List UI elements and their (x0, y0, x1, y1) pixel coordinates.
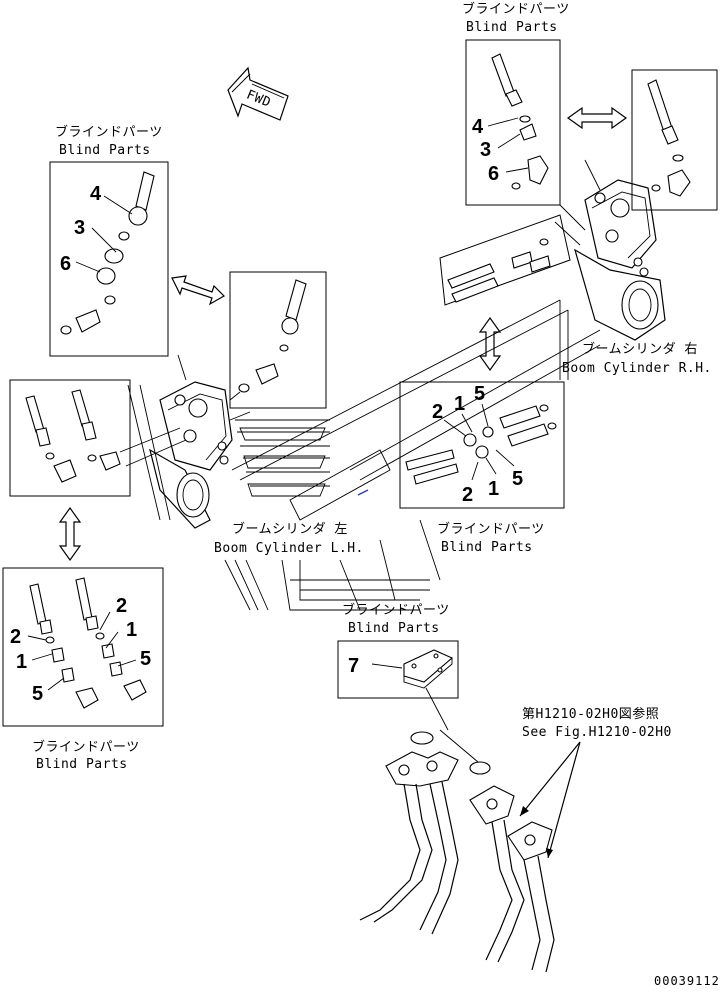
hose-parts-right-upper (447, 238, 551, 303)
blind-parts-top-left (60, 171, 155, 335)
blind-caption-7-jp: ブラインドパーツ (342, 602, 450, 618)
see-fig-jp: 第H1210-02H0図参照 (522, 706, 659, 722)
callout-3-tl: 3 (74, 217, 85, 239)
callout-5-bl-left: 5 (32, 683, 43, 705)
double-arrow-top (566, 106, 628, 130)
blind-caption-mr-jp: ブラインドパーツ (437, 521, 545, 537)
double-arrow-left-upper (171, 275, 225, 306)
boom-lh-en: Boom Cylinder L.H. (214, 541, 364, 556)
double-arrow-right-vertical (478, 316, 502, 372)
blind-box-bottom-left (2, 567, 164, 727)
hose-assembly-bottom-right (469, 761, 555, 973)
callout-1-bl-left: 1 (16, 651, 27, 673)
blind-caption-tl-jp: ブラインドパーツ (55, 124, 163, 140)
callout-1-mr-bottom: 1 (488, 478, 499, 500)
boom-cylinder-lh-drawing (127, 354, 251, 529)
callout-2-mr-top: 2 (432, 401, 443, 423)
blind-parts-left-mid (25, 389, 121, 483)
callout-5-mr-bottom: 5 (512, 468, 523, 490)
callout-6-tl: 6 (60, 253, 71, 275)
blind-box-tl-right (229, 271, 327, 409)
callout-7: 7 (348, 655, 359, 677)
machine-frame-outline (224, 299, 601, 611)
blind-parts-far-right (647, 79, 691, 197)
callout-5-bl-right: 5 (140, 648, 151, 670)
callout-4-tr: 4 (472, 116, 484, 138)
blind-parts-bottom-left (29, 577, 147, 709)
double-arrow-left-vertical (58, 506, 82, 562)
callout-6-tr: 6 (488, 163, 499, 185)
leader-arrows-see-fig (519, 741, 581, 859)
blind-box-7 (337, 640, 459, 699)
blind-box-far-right (631, 69, 718, 211)
blind-caption-tl-en: Blind Parts (59, 143, 151, 158)
blind-parts-mid-right (405, 404, 557, 485)
blind-box-top-right (465, 39, 561, 206)
blind-caption-7-en: Blind Parts (348, 621, 440, 636)
boom-rh-jp: ブームシリンダ 右 (582, 341, 698, 357)
callout-4-tl: 4 (90, 183, 102, 205)
callout-5-mr-top: 5 (474, 383, 485, 405)
blind-parts-top-right (491, 53, 549, 190)
boom-cylinder-rh-drawing (554, 159, 666, 341)
blind-caption-tr-jp: ブラインドパーツ (462, 1, 570, 17)
blind-box-top-left (49, 161, 169, 357)
see-fig-en: See Fig.H1210-02H0 (522, 725, 672, 740)
blind-caption-bl-en: Blind Parts (36, 757, 128, 772)
callout-2-bl-right: 2 (116, 595, 127, 617)
callout-1-bl-right: 1 (126, 619, 137, 641)
marker-tick (357, 489, 369, 496)
fwd-arrow-icon: FWD (227, 66, 289, 121)
blind-box-mid-right (399, 381, 565, 509)
hose-assembly-bottom-left (359, 731, 459, 935)
blind-parts-tl-right (238, 279, 307, 393)
hose-box-right-upper (439, 214, 571, 306)
callout-2-bl-left: 2 (10, 626, 21, 648)
blind-box-left-mid (9, 379, 131, 497)
blind-caption-mr-en: Blind Parts (441, 540, 533, 555)
drawing-code: 00039112 (654, 974, 720, 988)
blind-caption-bl-jp: ブラインドパーツ (32, 739, 140, 755)
boom-rh-en: Boom Cylinder R.H. (562, 361, 712, 376)
callout-2-mr-bottom: 2 (462, 484, 473, 506)
callout-3-tr: 3 (480, 139, 491, 161)
blind-caption-tr-en: Blind Parts (466, 20, 558, 35)
callout-1-mr-top: 1 (454, 393, 465, 415)
boom-lh-jp: ブームシリンダ 左 (232, 521, 348, 537)
blind-plate-7 (403, 649, 454, 689)
